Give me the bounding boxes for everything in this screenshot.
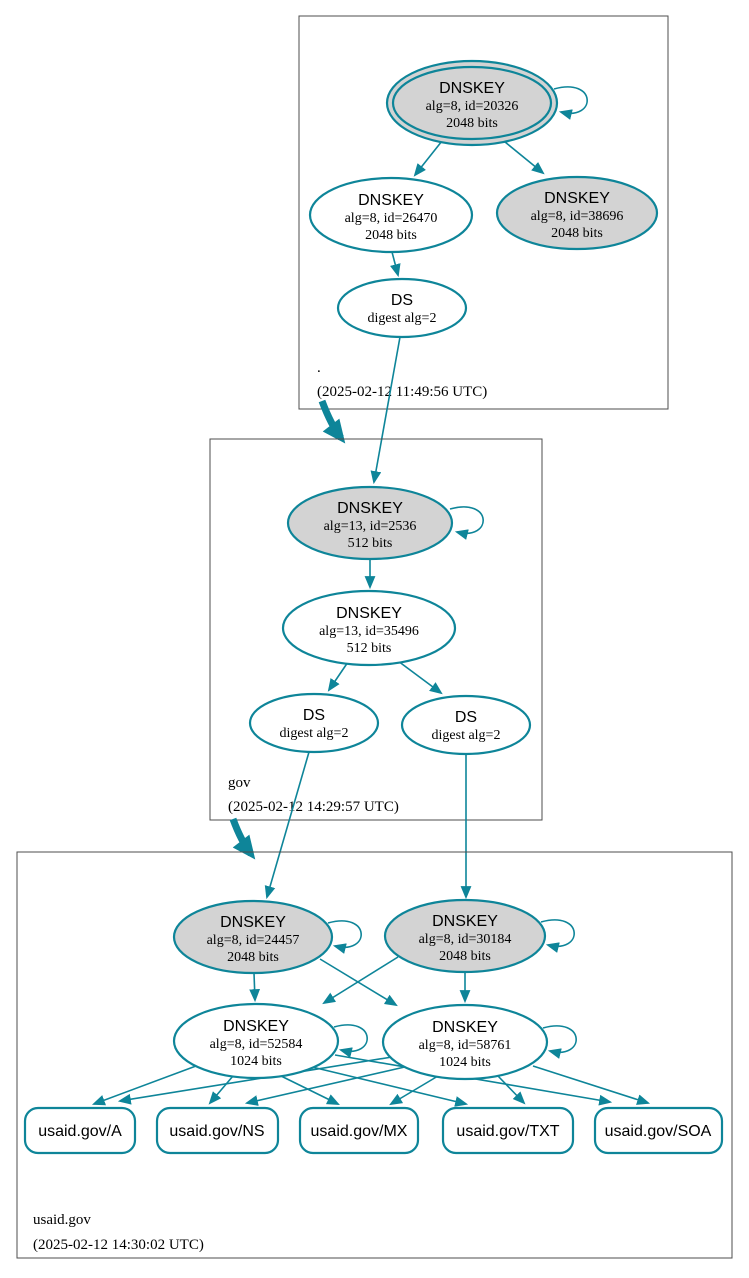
zone-usaid-gov: DNSKEY alg=8, id=24457 2048 bits DNSKEY … (16, 851, 733, 1259)
root-ksk-node[interactable]: DNSKEY alg=8, id=20326 2048 bits (385, 59, 559, 147)
edge-zsk2-to-rrset-ns (244, 1065, 410, 1106)
rrset-a-label: usaid.gov/A (38, 1123, 122, 1140)
gov-zsk-title: DNSKEY (336, 605, 402, 622)
edge-root-zsk-to-ds (390, 251, 401, 278)
edge-root-ksk-selfloop (553, 86, 588, 120)
rrset-ns-label: usaid.gov/NS (169, 1123, 264, 1140)
edge-root-ksk-to-zsk (413, 140, 443, 177)
root-ksk-title: DNSKEY (439, 80, 505, 97)
edge-gov-zsk-to-ds2 (397, 660, 443, 695)
edge-gov-to-usaid-delegation (229, 817, 256, 860)
edge-usaid-zsk1-selfloop (333, 1024, 368, 1058)
gov-zsk-detail: alg=13, id=35496 (319, 624, 419, 639)
usaid-ksk1-title: DNSKEY (220, 914, 286, 931)
rrset-usaid-gov-a[interactable]: usaid.gov/A (23, 1106, 137, 1155)
zone-gov-name: gov (228, 775, 251, 791)
gov-ds1-detail: digest alg=2 (280, 726, 349, 741)
usaid-ksk1-node[interactable]: DNSKEY alg=8, id=24457 2048 bits (172, 899, 334, 975)
root-standby-bits: 2048 bits (551, 226, 603, 241)
zone-usaid-border (16, 851, 733, 1259)
gov-ds2-node[interactable]: DS digest alg=2 (400, 694, 532, 756)
rrset-usaid-gov-txt[interactable]: usaid.gov/TXT (441, 1106, 575, 1155)
zone-usaid-name: usaid.gov (33, 1212, 91, 1228)
gov-zsk-bits: 512 bits (347, 641, 392, 656)
rrset-usaid-gov-soa[interactable]: usaid.gov/SOA (593, 1106, 724, 1155)
usaid-zsk2-bits: 1024 bits (439, 1055, 491, 1070)
zone-root-name: . (317, 360, 321, 376)
usaid-ksk1-bits: 2048 bits (227, 950, 279, 965)
edge-zsk1-to-rrset-a (91, 1065, 197, 1106)
edge-usaid-ksk1-selfloop (327, 920, 362, 954)
edge-zsk1-to-rrset-ns (208, 1075, 234, 1105)
edge-root-to-gov-delegation (318, 399, 346, 444)
root-ksk-detail: alg=8, id=20326 (426, 99, 519, 114)
gov-ksk-bits: 512 bits (348, 536, 393, 551)
usaid-ksk2-node[interactable]: DNSKEY alg=8, id=30184 2048 bits (383, 898, 547, 974)
usaid-zsk1-title: DNSKEY (223, 1018, 289, 1035)
root-standby-detail: alg=8, id=38696 (531, 209, 624, 224)
edge-zsk2-to-rrset-soa (532, 1065, 651, 1105)
rrset-mx-label: usaid.gov/MX (311, 1123, 408, 1140)
gov-ksk-detail: alg=13, id=2536 (324, 519, 417, 534)
root-ds-title: DS (391, 292, 413, 309)
root-zsk-node[interactable]: DNSKEY alg=8, id=26470 2048 bits (308, 176, 474, 254)
edge-gov-zsk-to-ds1 (327, 661, 349, 692)
edge-root-ksk-to-standby (504, 141, 545, 175)
edge-usaid-ksk1-to-zsk1 (249, 972, 261, 1003)
usaid-zsk1-node[interactable]: DNSKEY alg=8, id=52584 1024 bits (172, 1002, 340, 1080)
usaid-zsk2-detail: alg=8, id=58761 (419, 1038, 512, 1053)
usaid-ksk2-title: DNSKEY (432, 913, 498, 930)
zone-gov: DNSKEY alg=13, id=2536 512 bits DNSKEY a… (209, 438, 543, 821)
root-zsk-title: DNSKEY (358, 192, 424, 209)
zone-root: DNSKEY alg=8, id=20326 2048 bits DNSKEY … (298, 15, 669, 410)
gov-ksk-node[interactable]: DNSKEY alg=13, id=2536 512 bits (286, 485, 454, 561)
root-zsk-detail: alg=8, id=26470 (345, 211, 438, 226)
zone-gov-border (209, 438, 543, 821)
edge-zsk2-to-rrset-txt (497, 1075, 526, 1105)
rrset-usaid-gov-ns[interactable]: usaid.gov/NS (155, 1106, 280, 1155)
edge-zsk2-to-rrset-mx (389, 1075, 439, 1106)
usaid-ksk2-detail: alg=8, id=30184 (419, 932, 512, 947)
root-zsk-bits: 2048 bits (365, 228, 417, 243)
zone-root-timestamp: (2025-02-12 11:49:56 UTC) (317, 384, 487, 400)
root-standby-title: DNSKEY (544, 190, 610, 207)
usaid-ksk1-detail: alg=8, id=24457 (207, 933, 300, 948)
gov-ds1-title: DS (303, 707, 325, 724)
rrset-usaid-gov-mx[interactable]: usaid.gov/MX (298, 1106, 420, 1155)
root-ksk-bits: 2048 bits (446, 116, 498, 131)
edge-usaid-ksk2-to-zsk1 (322, 956, 399, 1005)
gov-ds2-detail: digest alg=2 (432, 728, 501, 743)
edge-zsk1-to-rrset-txt (311, 1066, 469, 1107)
edge-gov-ds1-to-usaid-ksk1 (264, 751, 310, 900)
zone-gov-timestamp: (2025-02-12 14:29:57 UTC) (228, 799, 399, 815)
root-ds-node[interactable]: DS digest alg=2 (336, 277, 468, 339)
gov-ds2-title: DS (455, 709, 477, 726)
gov-ksk-title: DNSKEY (337, 500, 403, 517)
root-ds-detail: digest alg=2 (368, 311, 437, 326)
usaid-zsk2-node[interactable]: DNSKEY alg=8, id=58761 1024 bits (381, 1003, 549, 1081)
usaid-zsk2-title: DNSKEY (432, 1019, 498, 1036)
rrset-soa-label: usaid.gov/SOA (605, 1123, 712, 1140)
usaid-zsk1-bits: 1024 bits (230, 1054, 282, 1069)
gov-ds1-node[interactable]: DS digest alg=2 (248, 692, 380, 754)
edge-gov-ksk-selfloop (449, 506, 484, 540)
usaid-zsk1-detail: alg=8, id=52584 (210, 1037, 303, 1052)
rrset-txt-label: usaid.gov/TXT (456, 1123, 559, 1140)
gov-zsk-node[interactable]: DNSKEY alg=13, id=35496 512 bits (281, 589, 457, 667)
edge-root-ds-to-gov-ksk (370, 336, 401, 485)
root-standby-key-node[interactable]: DNSKEY alg=8, id=38696 2048 bits (495, 175, 659, 251)
zone-root-border (298, 15, 669, 410)
zone-usaid-timestamp: (2025-02-12 14:30:02 UTC) (33, 1237, 204, 1253)
usaid-ksk2-bits: 2048 bits (439, 949, 491, 964)
edge-usaid-ksk2-selfloop (540, 919, 575, 953)
edge-usaid-zsk2-selfloop (542, 1025, 577, 1059)
